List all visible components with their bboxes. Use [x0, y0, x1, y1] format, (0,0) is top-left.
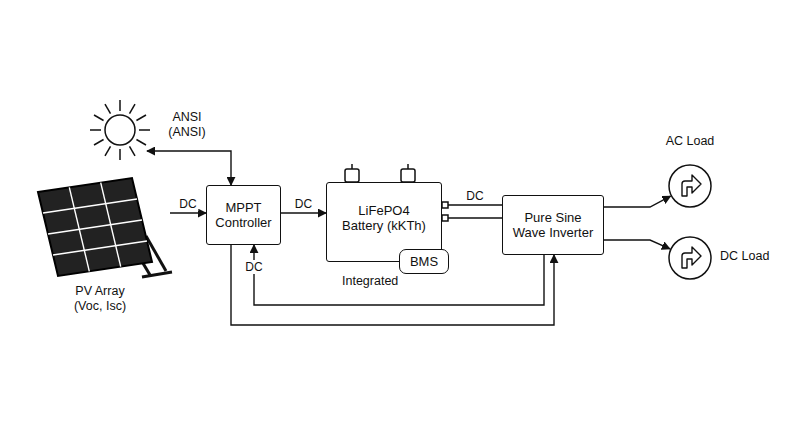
- sun-disc: [105, 115, 135, 145]
- sun-ray: [119, 149, 121, 160]
- process-box: MPPT Controller: [206, 185, 281, 245]
- battery-box: LiFePO4 Battery (kKTh)BMS: [326, 182, 442, 262]
- sun-ray: [130, 104, 136, 114]
- node-text: MPPT Controller: [211, 200, 276, 230]
- sun-ray: [136, 115, 146, 121]
- connector: [448, 205, 502, 218]
- connector: [281, 212, 326, 213]
- connector: [254, 245, 544, 305]
- connector: [604, 196, 671, 207]
- node-text: PV Array: [30, 284, 170, 299]
- load-circle-outline: [668, 236, 712, 280]
- sun-ray: [139, 129, 150, 131]
- connector: [604, 240, 670, 249]
- node-caption: AC Load: [650, 134, 730, 149]
- plain-label: Integrated: [342, 274, 398, 289]
- sun-ray: [119, 100, 121, 111]
- pv-array: PV Array(Voc, Isc): [30, 178, 170, 316]
- sun-ray: [94, 140, 104, 146]
- load-arrow-icon: [682, 247, 701, 268]
- node-text: ANSI: [162, 110, 212, 125]
- load-ring: [669, 237, 711, 279]
- load-ring: [669, 165, 711, 207]
- edge-label: DC: [177, 197, 198, 211]
- node-text: BMS: [410, 254, 438, 269]
- edge-label: DC: [293, 197, 314, 211]
- node-caption: PV Array(Voc, Isc): [30, 284, 170, 314]
- connector: [147, 151, 231, 185]
- connector: [170, 212, 206, 213]
- bms-box: BMS: [399, 249, 449, 274]
- edge-label: DC: [464, 189, 485, 203]
- edge-label: DC: [243, 260, 264, 274]
- text-block: LiFePO4 Battery (kKTh): [338, 203, 430, 233]
- load-circle: AC Load: [668, 164, 712, 208]
- node-caption: DC Load: [720, 249, 790, 264]
- node-text: AC Load: [650, 134, 730, 149]
- node-text: Pure Sine Wave Inverter: [507, 210, 599, 240]
- sun-ray: [94, 115, 104, 121]
- sun-ray: [136, 140, 146, 146]
- node-text: (ANSI): [162, 125, 212, 140]
- load-arrow-icon: [682, 175, 701, 196]
- text-block: Pure Sine Wave Inverter: [507, 210, 599, 240]
- pv-panel-illustration: [38, 178, 172, 277]
- load-circle: DC Load: [668, 236, 712, 280]
- node-text: DC Load: [720, 249, 790, 264]
- sun-symbol-outline: [88, 98, 152, 162]
- sun-ray: [105, 146, 111, 156]
- sun-ray: [130, 146, 136, 156]
- sun-ray: [105, 104, 111, 114]
- process-box: Pure Sine Wave Inverter: [502, 195, 604, 255]
- sun-symbol: ANSI(ANSI): [88, 98, 152, 162]
- node-text: (Voc, Isc): [30, 299, 170, 314]
- node-caption: ANSI(ANSI): [162, 110, 212, 140]
- sun-ray: [90, 129, 101, 131]
- text-block: MPPT Controller: [211, 200, 276, 230]
- node-text: LiFePO4 Battery (kKTh): [338, 203, 430, 233]
- text-block: BMS: [410, 254, 438, 269]
- load-circle-outline: [668, 164, 712, 208]
